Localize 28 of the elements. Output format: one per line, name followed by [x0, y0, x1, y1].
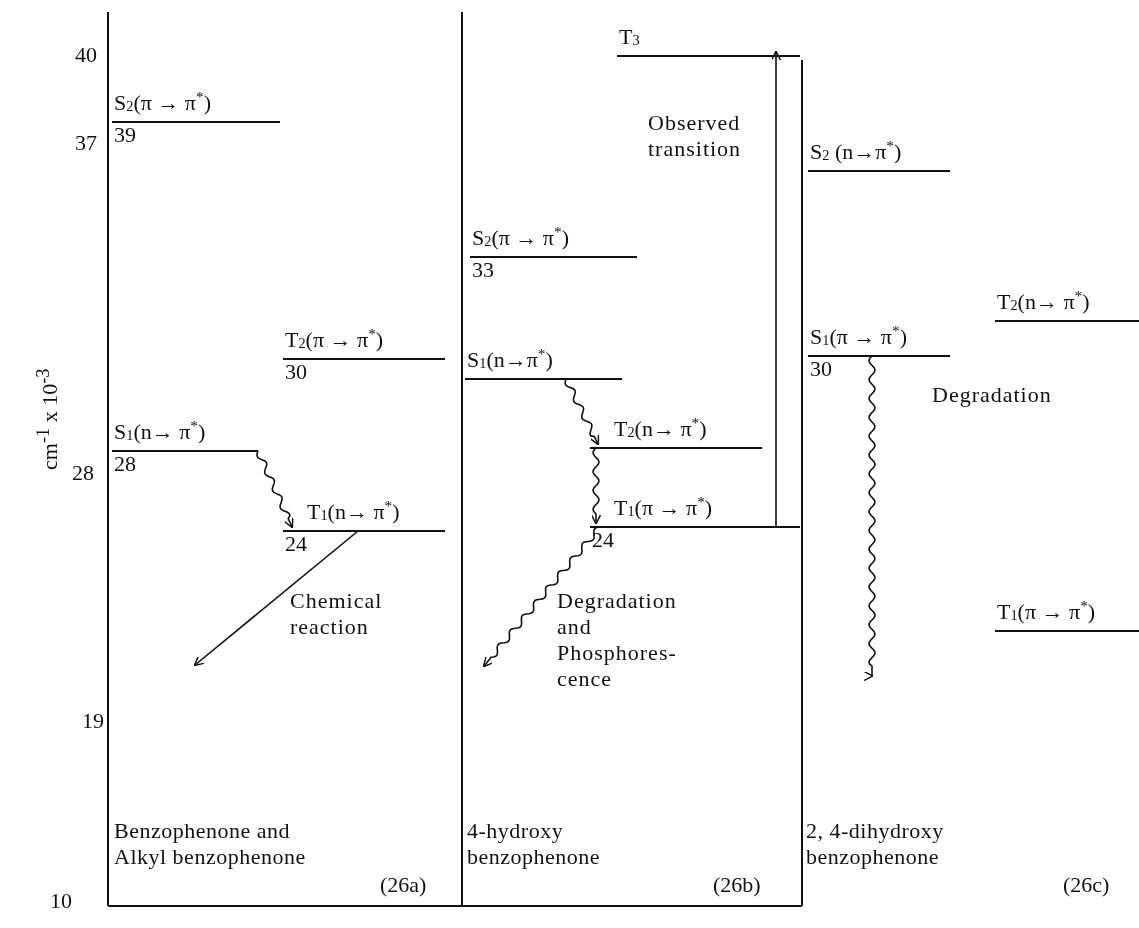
panel-number: (26b) [713, 872, 761, 898]
level-value: 33 [471, 258, 495, 282]
axis-tick-label: 40 [75, 42, 97, 68]
edge-label: Chemical reaction [290, 588, 384, 640]
level-value: 39 [113, 123, 137, 147]
level-value: 30 [809, 357, 833, 381]
axis-tick-label: 28 [72, 460, 94, 486]
edge-label: Degradation [932, 382, 1053, 408]
panel-caption: Benzophenone and Alkyl benzophenone [114, 818, 307, 870]
level-value: 28 [113, 452, 137, 476]
wavy-arrow [564, 378, 600, 446]
axis-tick-label: 10 [50, 888, 72, 914]
wavy-arrow [866, 355, 878, 678]
edge-label: Degradation and Phosphores- cence [557, 588, 678, 692]
level-value: 24 [591, 528, 615, 552]
arrow [770, 50, 782, 528]
wavy-arrow [590, 447, 602, 525]
axis-tick-label: 37 [75, 130, 97, 156]
level-value: 24 [284, 532, 308, 556]
level-value: 30 [284, 360, 308, 384]
wavy-arrow [256, 450, 294, 529]
panel-number: (26a) [380, 872, 427, 898]
panel-number: (26c) [1063, 872, 1110, 898]
panel-caption: 4-hydroxy benzophenone [467, 818, 602, 870]
axis-tick-label: 19 [82, 708, 104, 734]
edge-label: Observed transition [648, 110, 743, 162]
panel-caption: 2, 4-dihydroxy benzophenone [806, 818, 945, 870]
arrow [193, 530, 359, 667]
